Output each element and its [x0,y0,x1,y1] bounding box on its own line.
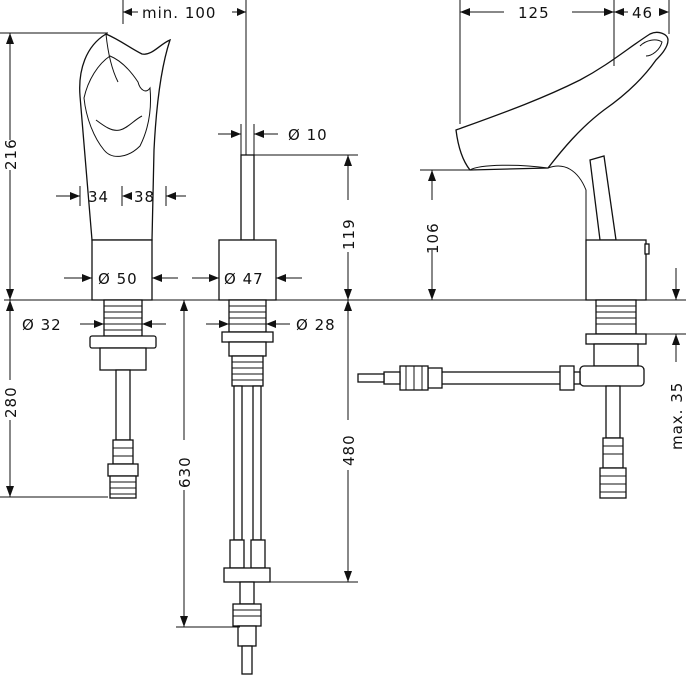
label-34: 34 [88,188,109,206]
front-base-cylinder [91,239,153,301]
dimension-119: 119 [254,154,358,300]
label-diameter-32: Ø 32 [22,316,62,334]
dimension-34-38: 34 38 [56,186,186,206]
side-spout-stem [240,154,255,241]
label-min-100: min. 100 [142,4,216,22]
label-630: 630 [176,456,194,488]
side-base-cylinder [218,239,277,301]
dimension-106: 106 [420,169,470,300]
label-119: 119 [340,218,358,250]
dimension-diameter-32: Ø 32 [22,316,166,334]
dimension-630: 630 [176,300,240,628]
label-216: 216 [2,138,20,170]
label-diameter-10: Ø 10 [288,126,328,144]
label-max-35: max. 35 [668,382,686,450]
label-diameter-50: Ø 50 [98,270,138,288]
profile-lever [589,155,617,241]
profile-base-cylinder [585,239,647,301]
profile-view [357,31,669,499]
label-125: 125 [518,4,550,22]
dimension-480: 480 [270,300,358,583]
dimension-diameter-47: Ø 47 [192,270,302,288]
label-480: 480 [340,434,358,466]
dimension-280: 280 [0,300,108,498]
dimension-diameter-28: Ø 28 [206,316,336,334]
label-46: 46 [632,4,653,22]
dimension-max-35: max. 35 [646,268,686,450]
profile-spout-outline [455,31,669,171]
dimension-diameter-50: Ø 50 [64,270,178,288]
label-280: 280 [2,386,20,418]
dimension-125-46: 125 46 [459,0,670,124]
side-view [218,154,277,675]
label-106: 106 [424,222,442,254]
label-diameter-47: Ø 47 [224,270,264,288]
front-view [4,33,686,499]
front-spout-outline [79,33,172,241]
label-diameter-28: Ø 28 [296,316,336,334]
dimension-diameter-10: Ø 10 [218,124,328,155]
label-38: 38 [134,188,155,206]
dimension-216: 216 [0,32,108,300]
